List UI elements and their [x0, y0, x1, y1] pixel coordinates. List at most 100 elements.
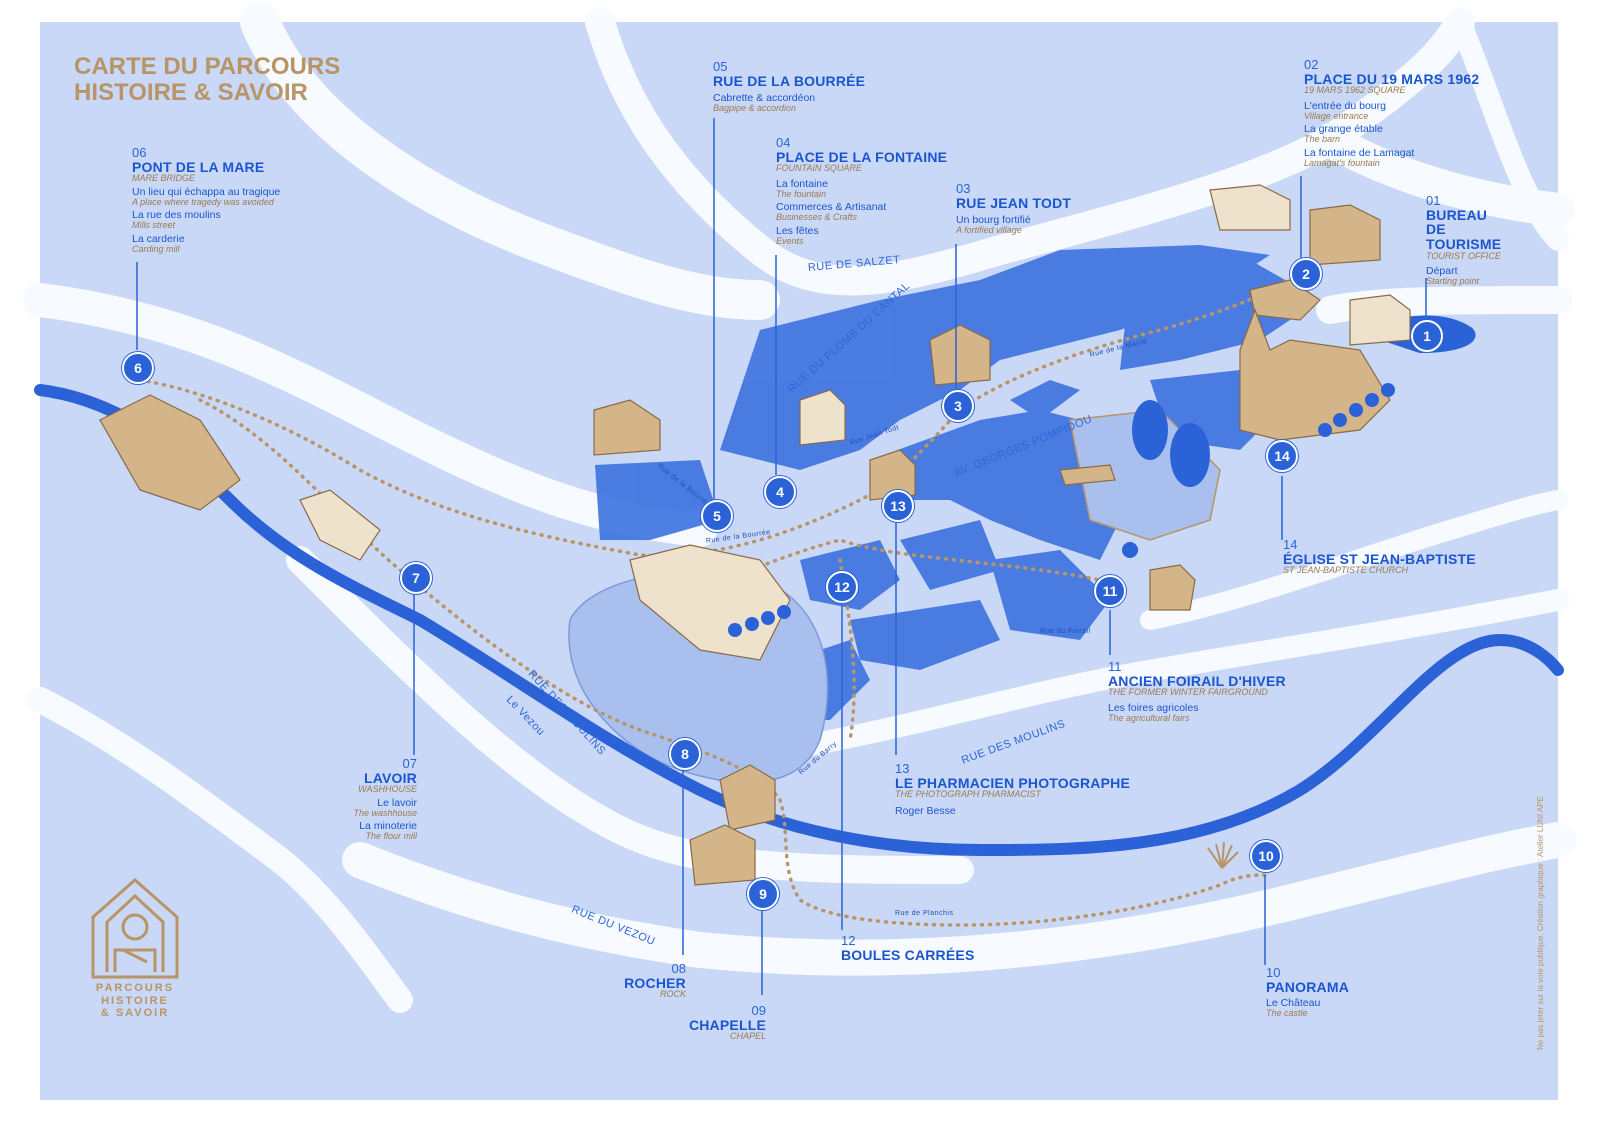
stop-item-en: Events	[776, 235, 804, 246]
logo-text-line: HISTOIRE	[101, 994, 169, 1007]
stop-subtitle: MARE BRIDGE	[132, 173, 196, 184]
street-label-foirail: Rue du Foirail	[1040, 628, 1091, 635]
stop-marker-13[interactable]: 13	[882, 490, 914, 522]
roads	[23, 2, 1576, 1013]
panorama-viewpoint-icon	[1207, 841, 1239, 869]
stop-item: Le Château	[1266, 997, 1321, 1010]
stop-label-14: 14 ÉGLISE ST JEAN-BAPTISTE ST JEAN-BAPTI…	[1283, 538, 1503, 576]
stop-title: BOULES CARRÉES	[841, 946, 975, 963]
stop-marker-5[interactable]: 5	[701, 500, 733, 532]
stop-label-10: 10 PANORAMA Le Château The castle	[1266, 966, 1406, 1019]
stop-subtitle: TOURIST OFFICE	[1426, 250, 1501, 261]
stop-item-en: Lamagat's fountain	[1304, 157, 1380, 168]
stop-number: 11	[1108, 659, 1122, 674]
stop-marker-1[interactable]: 1	[1411, 320, 1443, 352]
stop-marker-9[interactable]: 9	[747, 878, 779, 910]
stop-subtitle: ROCK	[659, 989, 686, 1000]
stop-marker-3[interactable]: 3	[942, 390, 974, 422]
credit-line: Ne pas jeter sur la voie publique. Créat…	[1536, 796, 1545, 1050]
stop-item-en: The flour mill	[365, 831, 417, 842]
map-title: CARTE DU PARCOURS HISTOIRE & SAVOIR	[74, 53, 341, 107]
stop-item: La fontaine	[776, 177, 828, 190]
stop-item-en: Carding mill	[132, 243, 180, 254]
leader-lines	[136, 118, 1427, 995]
stop-label-07: 07 LAVOIR WASHHOUSE Le lavoir The washho…	[300, 757, 417, 842]
stop-item: L'entrée du bourg	[1304, 99, 1386, 112]
stop-number: 13	[895, 761, 910, 776]
stop-item-en: The castle	[1266, 1008, 1308, 1019]
stop-label-09: 09 CHAPELLE CHAPEL	[666, 1004, 766, 1042]
stop-number: 07	[402, 756, 417, 771]
stop-title: LAVOIR	[363, 769, 417, 786]
stop-item: Les foires agricoles	[1108, 701, 1199, 714]
stop-title: RUE JEAN TODT	[956, 194, 1072, 211]
stop-marker-4[interactable]: 4	[764, 476, 796, 508]
stop-item: La carderie	[132, 232, 185, 245]
stop-title: ÉGLISE ST JEAN-BAPTISTE	[1283, 550, 1476, 567]
stop-item: La fontaine de Lamagat	[1304, 146, 1415, 159]
stop-label-02: 02 PLACE DU 19 MARS 1962 19 MARS 1962 SQ…	[1304, 58, 1504, 168]
stop-marker-10[interactable]: 10	[1250, 840, 1282, 872]
stop-item: Le lavoir	[377, 796, 417, 809]
street-label-planchis: Rue de Planchis	[895, 910, 954, 917]
stop-title: CHAPELLE	[688, 1016, 766, 1033]
stop-item-en: The fountain	[776, 188, 827, 199]
stop-item: La minoterie	[359, 820, 417, 833]
stop-item-en: A place where tragedy was avoided	[132, 196, 274, 207]
logo-text: PARCOURS HISTOIRE & SAVOIR	[80, 982, 190, 1020]
stop-label-03: 03 RUE JEAN TODT Un bourg fortifié A for…	[956, 182, 1116, 236]
stop-title: ROCHER	[624, 974, 686, 991]
stop-title: BUREAU DE TOURISME	[1426, 206, 1502, 253]
stop-subtitle: ST JEAN-BAPTISTE CHURCH	[1283, 565, 1409, 576]
stop-item: Départ	[1426, 265, 1458, 278]
stop-marker-12[interactable]: 12	[826, 571, 858, 603]
stop-marker-8[interactable]: 8	[669, 738, 701, 770]
stop-subtitle: THE PHOTOGRAPH PHARMACIST	[895, 789, 1041, 800]
stop-item: Cabrette & accordéon	[713, 92, 816, 105]
stop-subtitle: THE FORMER WINTER FAIRGROUND	[1108, 687, 1268, 698]
map-title-line-2: HISTOIRE & SAVOIR	[74, 79, 308, 107]
parcours-logo: PARCOURS HISTOIRE & SAVOIR	[80, 872, 190, 1020]
stop-item-en: Bagpipe & accordion	[713, 103, 797, 114]
stop-item: La grange étable	[1304, 123, 1383, 136]
stop-number: 10	[1266, 965, 1281, 980]
stop-title: PANORAMA	[1266, 978, 1350, 995]
stop-item: Un lieu qui échappa au tragique	[132, 185, 281, 198]
stop-marker-2[interactable]: 2	[1290, 258, 1322, 290]
logo-house-icon	[91, 878, 179, 979]
stop-subtitle: CHAPEL	[729, 1031, 766, 1042]
stop-item-en: The agricultural fairs	[1108, 712, 1190, 723]
stop-marker-6[interactable]: 6	[122, 352, 154, 384]
stop-item-en: The barn	[1304, 134, 1341, 145]
stop-number: 05	[713, 59, 728, 74]
stop-number: 06	[132, 145, 147, 160]
stop-number: 09	[751, 1003, 766, 1018]
map-title-line-1: CARTE DU PARCOURS	[74, 53, 341, 80]
stop-item: Commerces & Artisanat	[776, 201, 887, 214]
stop-marker-7[interactable]: 7	[400, 562, 432, 594]
logo-text-line: & SAVOIR	[100, 1007, 170, 1020]
stop-label-05: 05 RUE DE LA BOURRÉE Cabrette & accordéo…	[713, 60, 873, 114]
stop-item-en: Village entrance	[1304, 110, 1369, 121]
stop-label-08: 08 ROCHER ROCK	[586, 962, 686, 1000]
logo-text-line: PARCOURS	[95, 982, 175, 994]
stop-subtitle: 19 MARS 1962 SQUARE	[1304, 85, 1406, 96]
stop-label-01: 01 BUREAU DE TOURISME TOURIST OFFICE Dép…	[1426, 194, 1536, 287]
stop-title: RUE DE LA BOURRÉE	[713, 72, 866, 89]
stop-title: PLACE DE LA FONTAINE	[776, 148, 948, 165]
stop-number: 02	[1304, 57, 1319, 72]
stop-number: 14	[1283, 537, 1298, 552]
stop-label-11: 11 ANCIEN FOIRAIL D'HIVER THE FORMER WIN…	[1108, 660, 1308, 723]
stop-number: 03	[956, 181, 971, 196]
stop-item-en: Businesses & Crafts	[776, 212, 858, 223]
stop-number: 01	[1426, 193, 1441, 208]
stop-marker-14[interactable]: 14	[1266, 440, 1298, 472]
stop-item: La rue des moulins	[132, 209, 221, 222]
stop-item-en: Starting point	[1426, 276, 1480, 287]
stop-title: LE PHARMACIEN PHOTOGRAPHE	[895, 774, 1130, 791]
stop-label-04: 04 PLACE DE LA FONTAINE FOUNTAIN SQUARE …	[776, 136, 956, 246]
stop-number: 04	[776, 135, 791, 150]
stop-label-06: 06 PONT DE LA MARE MARE BRIDGE Un lieu q…	[132, 146, 352, 254]
stop-marker-11[interactable]: 11	[1094, 575, 1126, 607]
